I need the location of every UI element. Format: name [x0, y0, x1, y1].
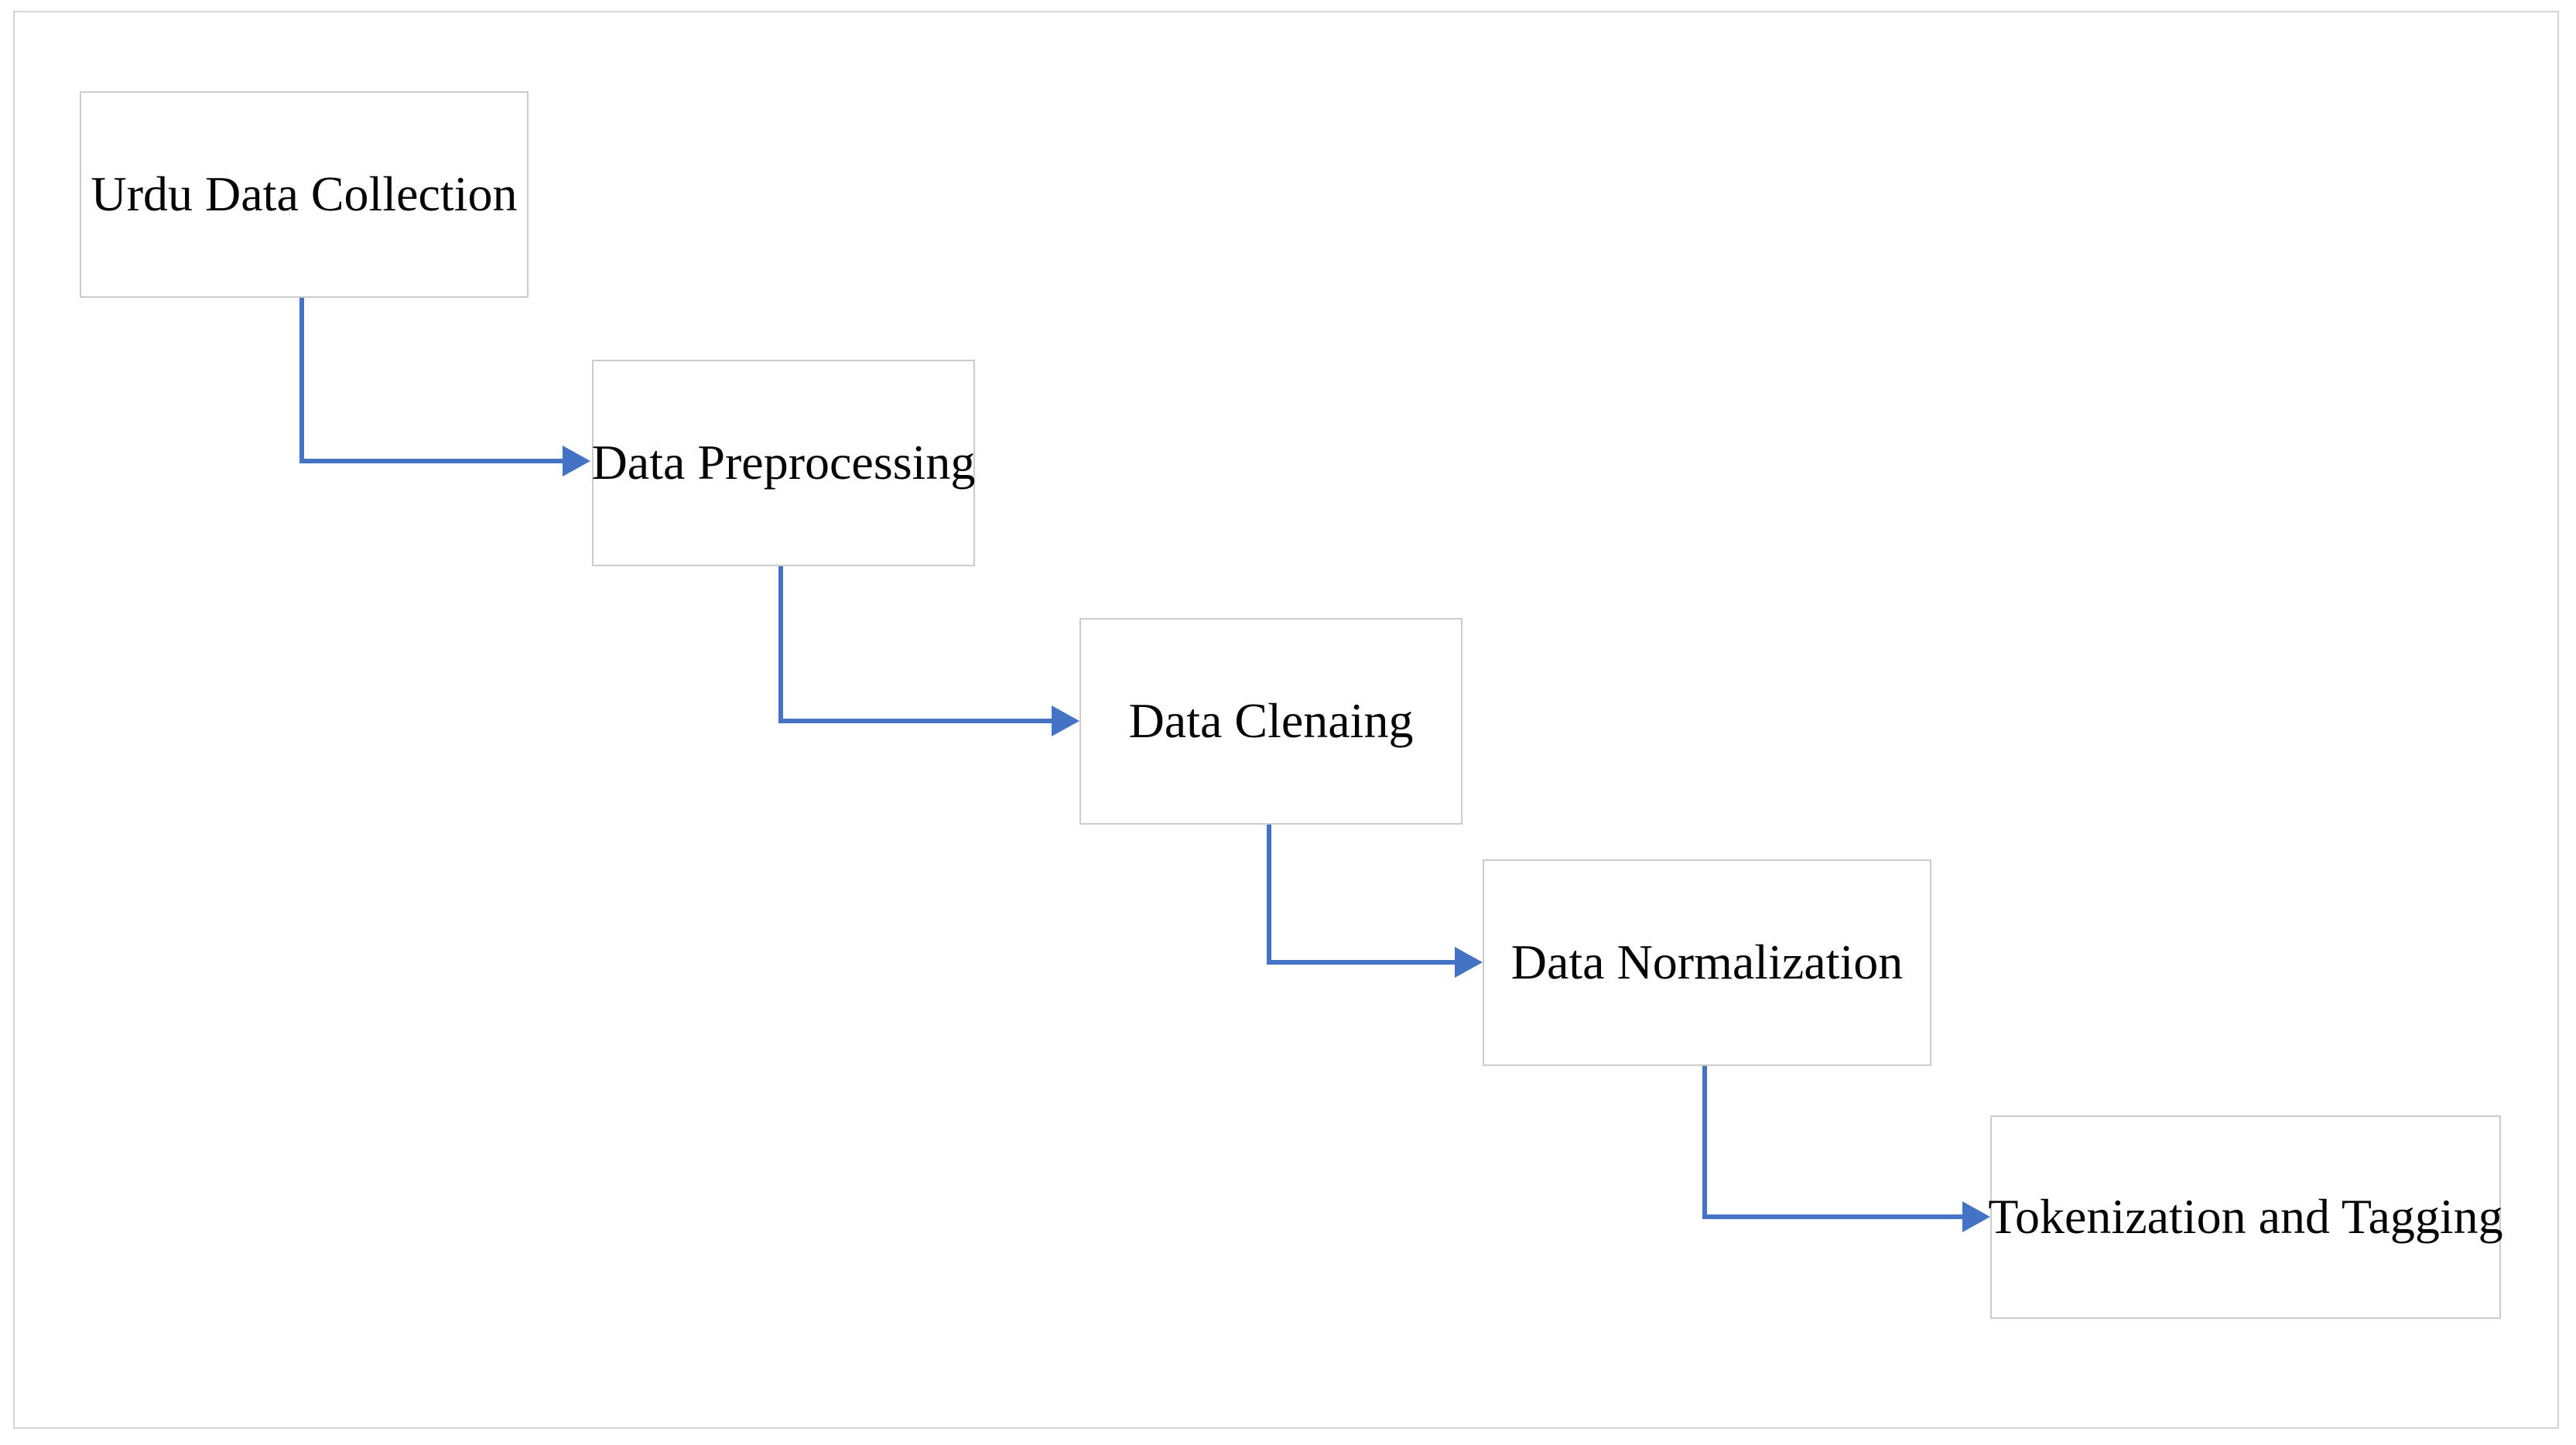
connector-2-arrowhead-icon: [1052, 705, 1079, 736]
connector-2-horizontal-segment: [778, 719, 1052, 723]
connector-3-horizontal-segment: [1267, 960, 1455, 965]
flow-node-tokenization-and-tagging: Tokenization and Tagging: [1988, 1115, 2503, 1319]
connector-4-horizontal-segment: [1702, 1214, 1962, 1219]
flow-node-label: Data Preprocessing: [591, 435, 976, 490]
flow-node-label: Tokenization and Tagging: [1988, 1189, 2503, 1245]
connector-1-horizontal-segment: [299, 459, 563, 463]
flow-node-data-cleaning: Data Clenaing: [1079, 618, 1462, 825]
connector-1-arrowhead-icon: [563, 446, 590, 477]
connector-3-arrowhead-icon: [1455, 947, 1483, 978]
flow-node-label: Urdu Data Collection: [91, 166, 518, 222]
connector-4-arrowhead-icon: [1962, 1201, 1990, 1232]
connector-3-vertical-segment: [1267, 825, 1271, 965]
flow-node-data-preprocessing: Data Preprocessing: [592, 360, 975, 566]
flow-node-label: Data Clenaing: [1128, 693, 1414, 749]
connector-4-vertical-segment: [1702, 1066, 1707, 1219]
connector-1-vertical-segment: [299, 298, 304, 463]
flow-node-urdu-data-collection: Urdu Data Collection: [80, 91, 529, 298]
flow-node-data-normalization: Data Normalization: [1483, 859, 1931, 1066]
flow-node-label: Data Normalization: [1510, 934, 1904, 990]
connector-2-vertical-segment: [778, 566, 783, 723]
